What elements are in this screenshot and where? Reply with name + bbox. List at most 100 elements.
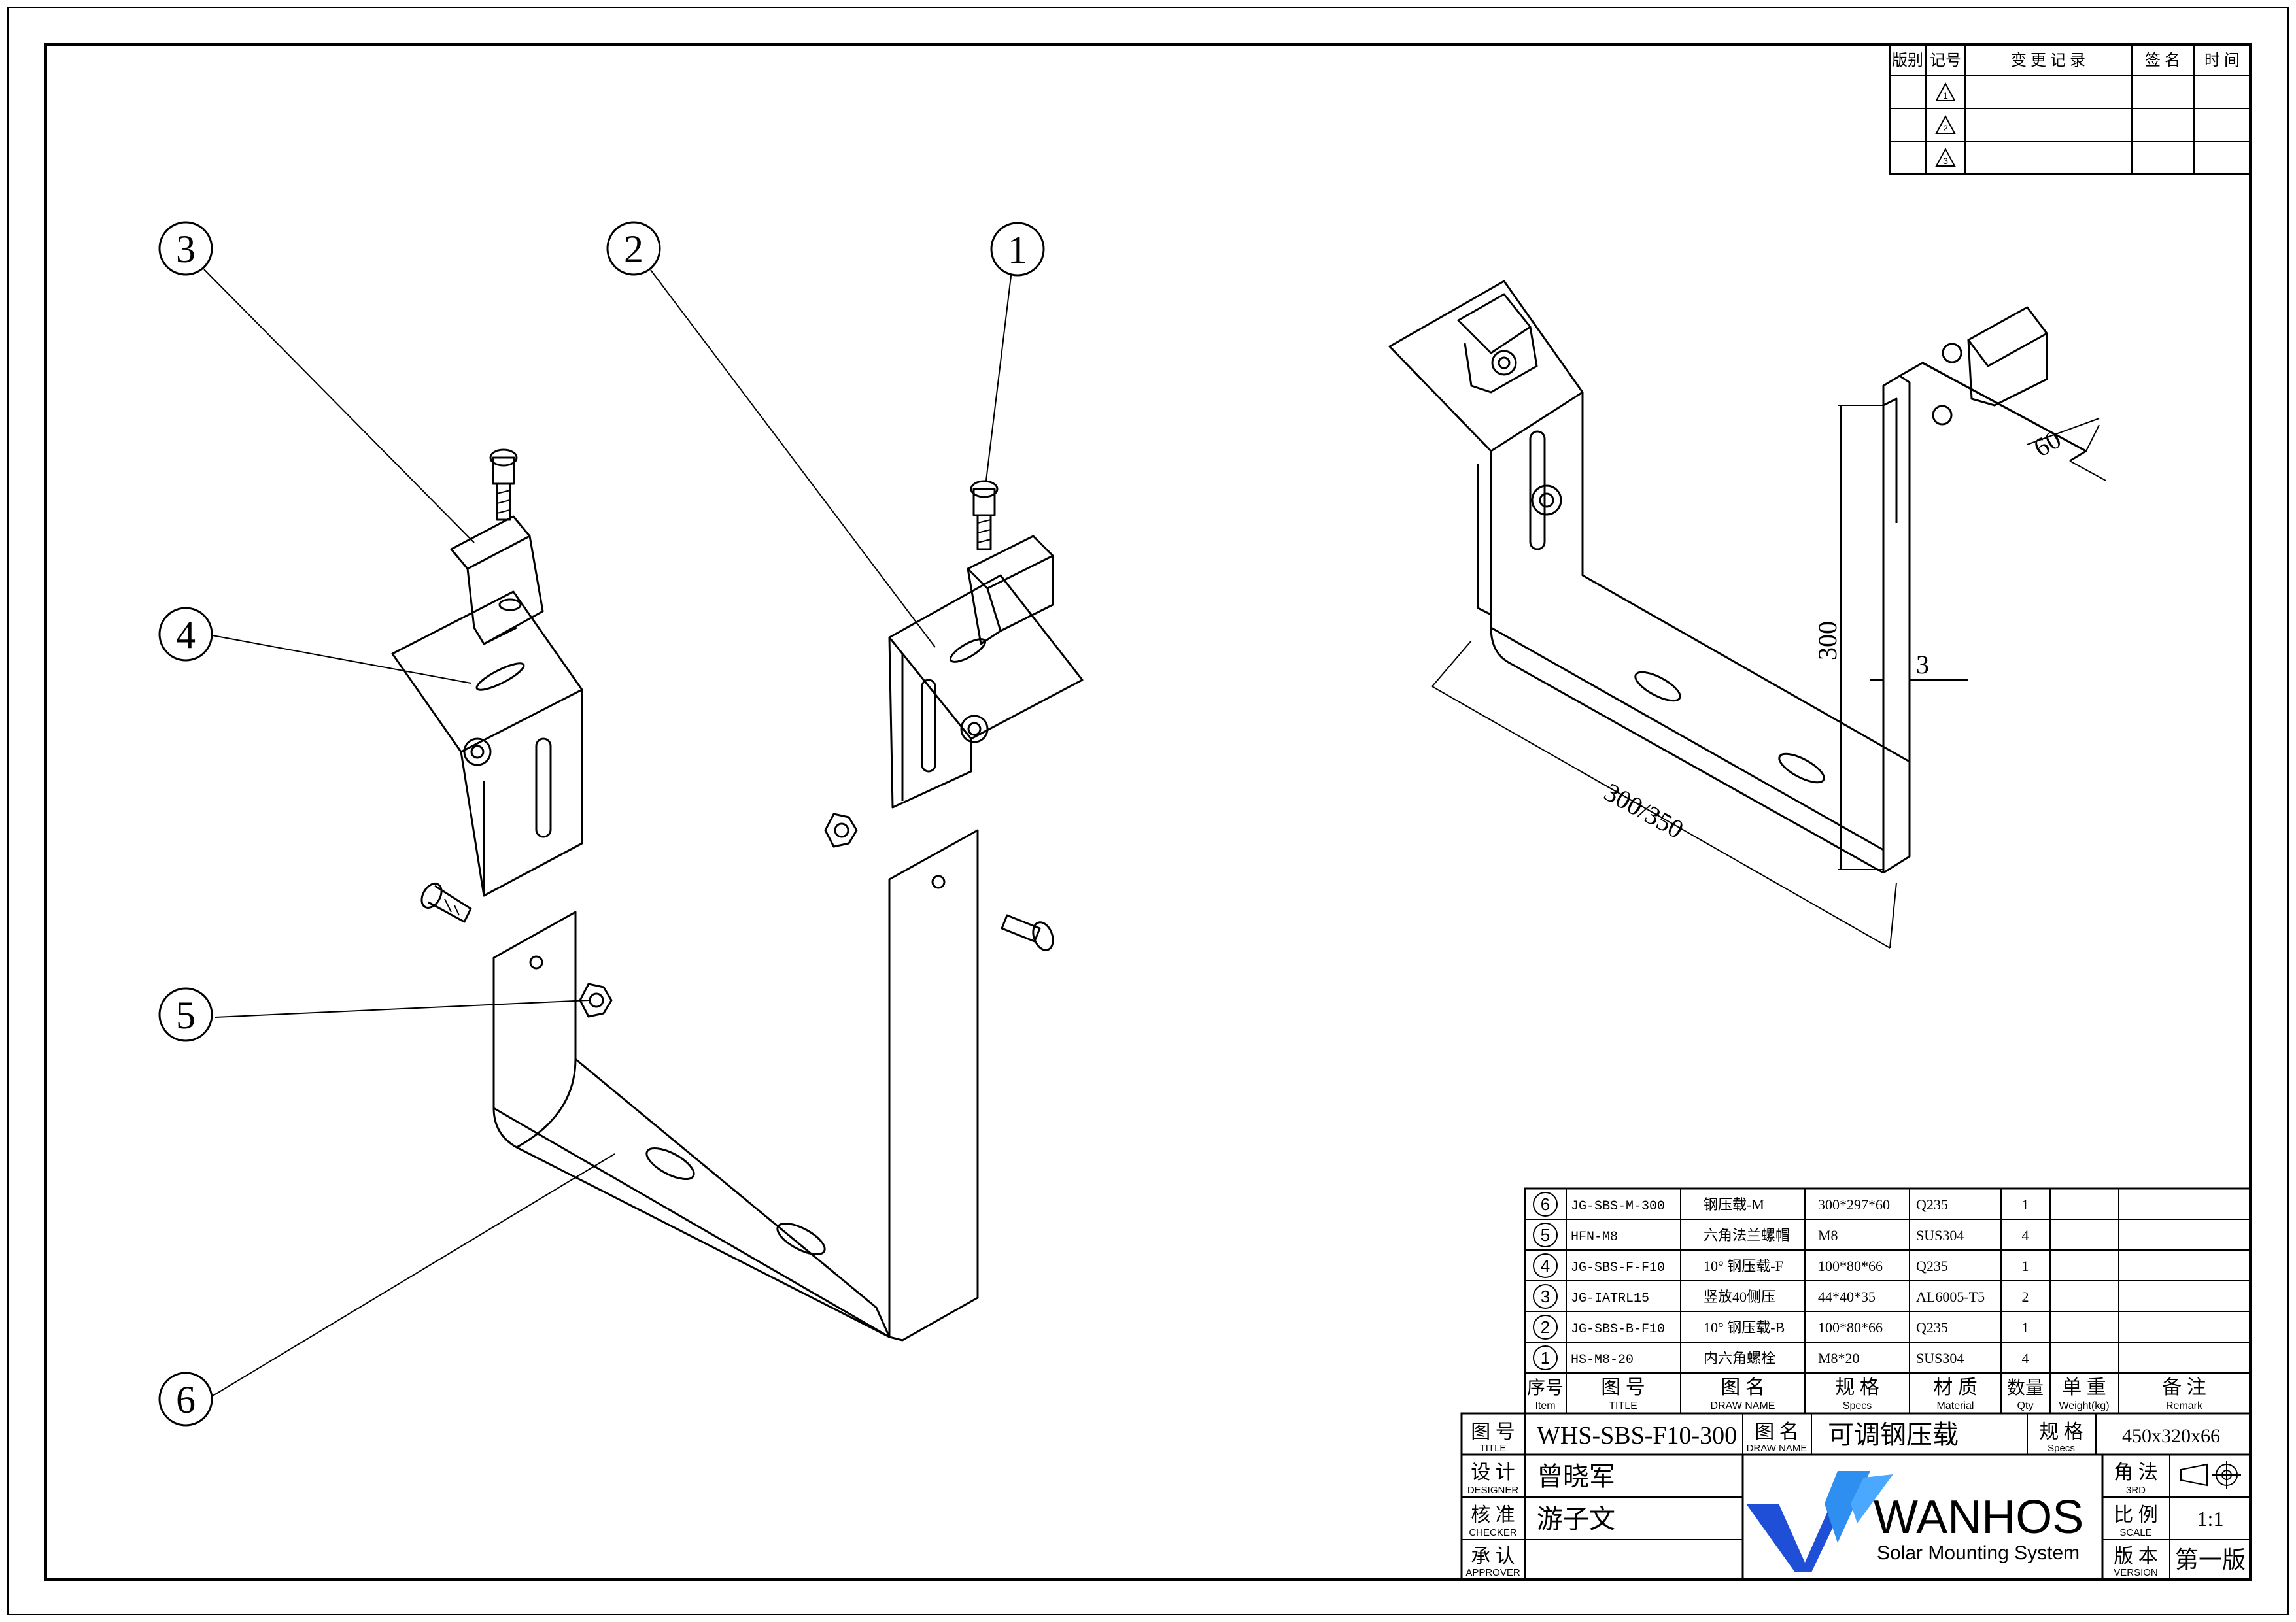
rev-header-version: 版别 (1892, 52, 1923, 69)
wanhos-swoosh-2-icon (1851, 1474, 1893, 1523)
bom-header-item-en: Item (1535, 1400, 1555, 1411)
tb-scale-label-en: SCALE (2119, 1527, 2151, 1538)
tb-version-label-en: VERSION (2114, 1567, 2158, 1578)
balloon-2-label: 2 (624, 228, 643, 271)
bom-row-no: 3 (1541, 1287, 1550, 1306)
bom-header-title: 图 号 (1601, 1377, 1645, 1398)
tb-checker: 游子文 (1537, 1504, 1615, 1534)
rev-header-mark: 记号 (1930, 52, 1961, 69)
bom-row-code: JG-SBS-M-300 (1571, 1199, 1665, 1214)
bom-rows: 6 5 4 3 2 1 JG-SBS-M-300 HFN-M8 JG-SBS-F… (1527, 1194, 2206, 1411)
dim-300: 300 (1813, 621, 1842, 660)
bom-row-material: SUS304 (1916, 1227, 1964, 1243)
tb-title-label-en: TITLE (1480, 1443, 1507, 1454)
bom-row-qty: 1 (2022, 1258, 2029, 1274)
leader-lines (203, 269, 1012, 1398)
bom-header-spec: 规 格 (1835, 1377, 1879, 1398)
bom-row-material: SUS304 (1916, 1350, 1964, 1366)
revision-triangle-icon (1935, 82, 1956, 101)
bom-header-remark: 备 注 (2162, 1377, 2206, 1398)
tb-designer-label: 设 计 (1471, 1462, 1515, 1483)
tb-checker-label-en: CHECKER (1469, 1527, 1517, 1538)
tb-designer: 曾晓军 (1537, 1462, 1615, 1491)
balloon-5 (158, 987, 213, 1042)
bom-header-title-en: TITLE (1609, 1400, 1637, 1411)
bom-row-code: JG-SBS-F-F10 (1571, 1260, 1665, 1276)
bom-row-name: 竖放40侧压 (1704, 1289, 1775, 1305)
bom-header-qty-en: Qty (2017, 1400, 2034, 1411)
rev-header-change: 变 更 记 录 (2011, 52, 2085, 69)
balloon-1 (990, 222, 1045, 277)
bom-row-no: 5 (1541, 1225, 1550, 1245)
assembled-view (1388, 280, 2087, 874)
tb-spec-label-en: Specs (2048, 1443, 2075, 1454)
rev-mark-1: 1 (1943, 90, 1948, 101)
tb-name-label: 图 名 (1755, 1421, 1799, 1443)
bom-table (1524, 1187, 2252, 1415)
tb-spec: 450x320x66 (2122, 1425, 2220, 1447)
bom-row-qty: 2 (2022, 1289, 2029, 1305)
balloon-2 (606, 221, 661, 276)
bom-row-name: 钢压载-M (1704, 1196, 1764, 1213)
tb-version: 第一版 (2175, 1547, 2246, 1573)
wanhos-w-icon (1746, 1504, 1844, 1572)
bom-header-weight: 单 重 (2062, 1377, 2106, 1398)
tb-title-label: 图 号 (1471, 1421, 1515, 1443)
tb-scale: 1:1 (2197, 1507, 2224, 1530)
part-4-clamp-f (391, 590, 583, 897)
bolt-right-lower (1001, 914, 1054, 951)
dimension-lines (1431, 405, 2106, 949)
bolt-left-lower (420, 883, 472, 923)
bom-row-spec: M8 (1818, 1227, 1838, 1243)
bom-row-spec: 44*40*35 (1818, 1289, 1876, 1305)
bom-row-name: 六角法兰螺帽 (1704, 1227, 1790, 1243)
bom-header-spec-en: Specs (1843, 1400, 1872, 1411)
part-3-side-clamp (450, 515, 544, 645)
bom-row-code: HFN-M8 (1571, 1230, 1618, 1245)
inner-frame (44, 43, 2252, 1581)
balloon-6-label: 6 (176, 1378, 196, 1421)
balloon-1-label: 1 (1008, 228, 1027, 271)
bom-row-qty: 1 (2022, 1319, 2029, 1336)
bom-row-name: 10° 钢压载-B (1704, 1319, 1785, 1336)
bom-header-material: 材 质 (1933, 1377, 1978, 1398)
bom-row-material: Q235 (1916, 1196, 1948, 1213)
nut-left (824, 813, 858, 848)
bom-row-spec: 100*80*66 (1818, 1319, 1883, 1336)
rev-mark-2: 2 (1943, 123, 1948, 133)
tb-projection-label-en: 3RD (2126, 1485, 2146, 1496)
bom-row-no: 6 (1541, 1194, 1550, 1214)
bom-row-material: AL6005-T5 (1916, 1289, 1985, 1305)
bom-header-material-en: Material (1937, 1400, 1974, 1411)
dim-3: 3 (1916, 650, 1929, 679)
bom-header-name-en: DRAW NAME (1711, 1400, 1775, 1411)
revision-triangle-icon (1935, 147, 1956, 167)
balloon-3-label: 3 (176, 228, 196, 271)
bom-header-qty: 数量 (2007, 1377, 2044, 1398)
bom-header-remark-en: Remark (2166, 1400, 2203, 1411)
bom-row-qty: 4 (2022, 1227, 2029, 1243)
tb-projection-label: 角 法 (2114, 1462, 2158, 1483)
balloon-6 (158, 1372, 213, 1427)
bom-row-no: 2 (1541, 1317, 1550, 1337)
revision-triangle-icon (1935, 114, 1956, 134)
bom-row-spec: 100*80*66 (1818, 1258, 1883, 1274)
bolt-right-top (970, 480, 999, 550)
outer-frame (7, 7, 2289, 1615)
rev-header-time: 时 间 (2204, 52, 2240, 69)
bom-row-code: JG-SBS-B-F10 (1571, 1322, 1665, 1337)
tb-approver-label-en: APPROVER (1465, 1567, 1520, 1578)
wanhos-logo (1746, 1471, 1893, 1572)
brand-name: WANHOS (1874, 1491, 2083, 1544)
tb-name-label-en: DRAW NAME (1747, 1443, 1808, 1454)
bom-row-qty: 1 (2022, 1196, 2029, 1213)
bom-row-material: Q235 (1916, 1319, 1948, 1336)
bom-row-material: Q235 (1916, 1258, 1948, 1274)
tb-scale-label: 比 例 (2114, 1504, 2158, 1526)
bom-row-code: JG-IATRL15 (1571, 1291, 1649, 1306)
tb-designer-label-en: DESIGNER (1467, 1485, 1519, 1496)
tb-drawing-no: WHS-SBS-F10-300 (1537, 1422, 1737, 1449)
projection-symbol-icon (2180, 1461, 2241, 1489)
bom-header-item: 序号 (1527, 1377, 1564, 1398)
